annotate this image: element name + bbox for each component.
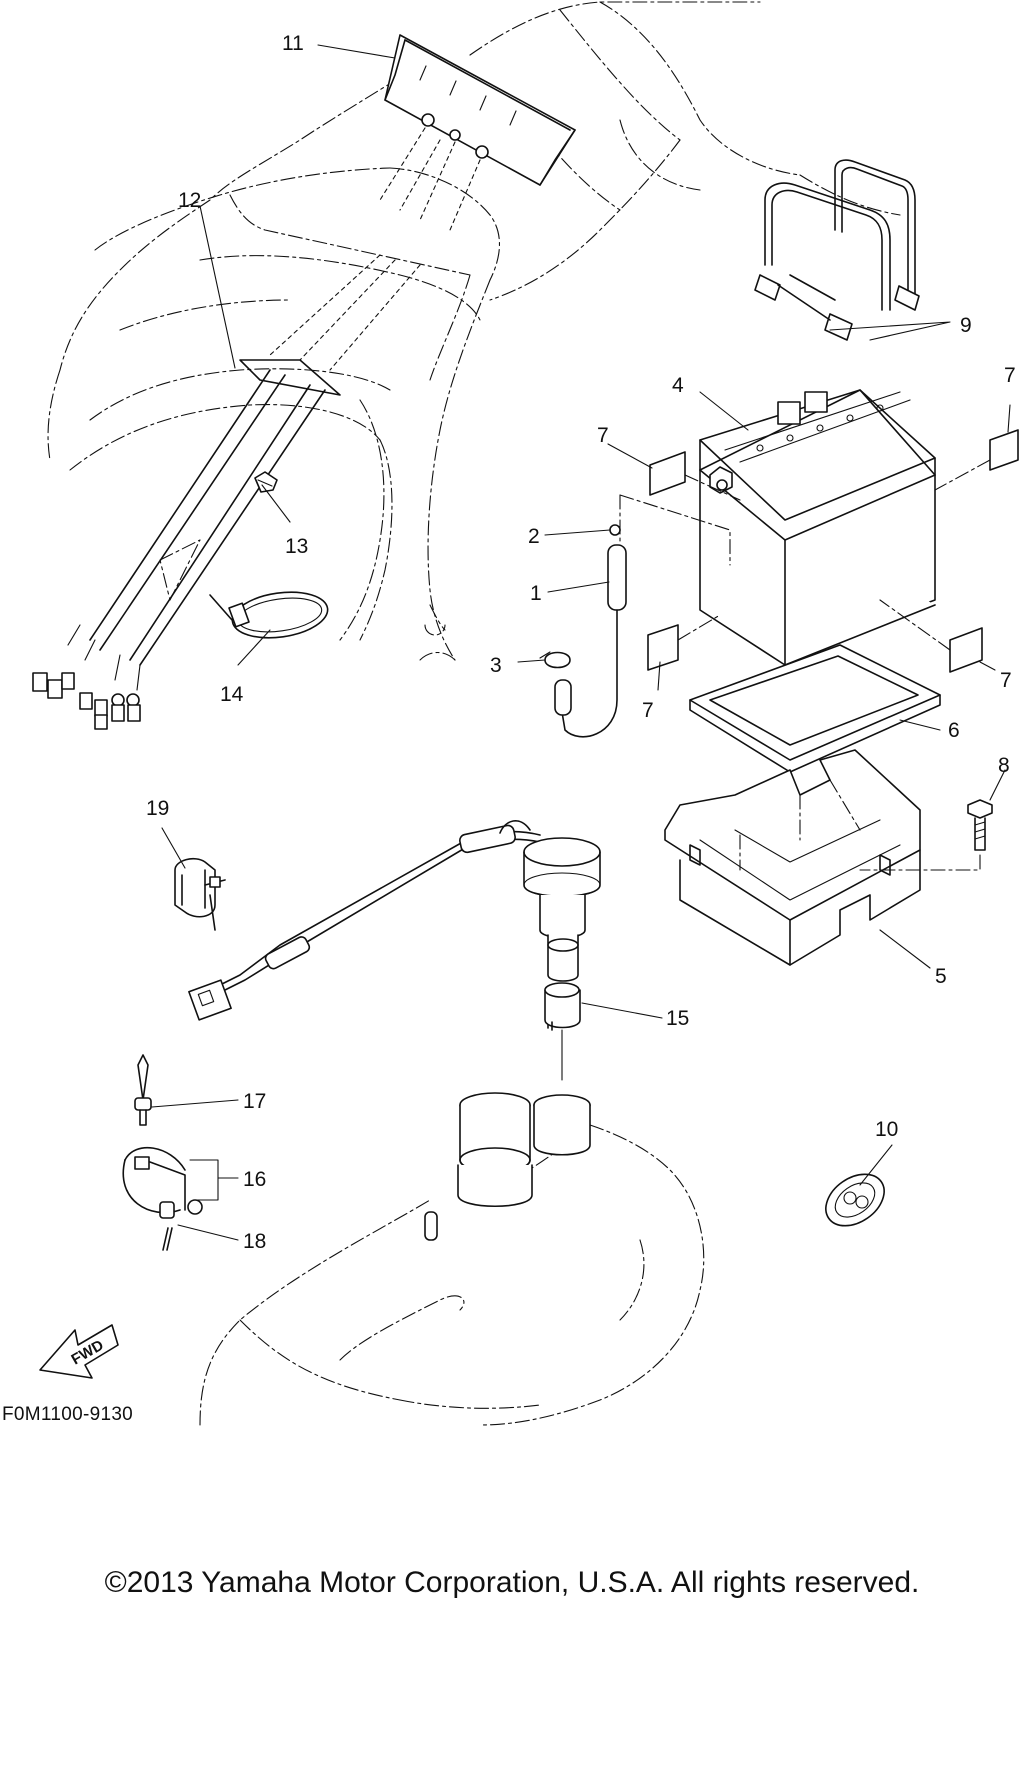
callout-7-lower-left: 7 xyxy=(642,699,654,722)
callout-5: 5 xyxy=(935,965,947,988)
callout-2: 2 xyxy=(528,525,540,548)
fwd-arrow: FWD xyxy=(39,1324,119,1379)
clamp xyxy=(122,1146,203,1251)
callout-4: 4 xyxy=(672,374,684,397)
callout-15: 15 xyxy=(666,1007,689,1030)
callout-3: 3 xyxy=(490,654,502,677)
callout-9: 9 xyxy=(960,314,972,337)
grommet xyxy=(825,1173,885,1227)
copyright-notice: ©2013 Yamaha Motor Corporation, U.S.A. A… xyxy=(104,1566,920,1599)
battery xyxy=(699,389,936,666)
callout-17: 17 xyxy=(243,1090,266,1113)
callout-16: 16 xyxy=(243,1168,266,1191)
hull-outline xyxy=(47,1,901,661)
callout-7-lower-right: 7 xyxy=(1000,669,1012,692)
clip xyxy=(254,471,278,493)
wire-harness xyxy=(32,254,421,730)
rivet xyxy=(134,1054,152,1126)
battery-bands xyxy=(754,159,920,341)
leader-lines xyxy=(151,44,1011,1241)
vent-tube xyxy=(539,494,731,738)
cable-tie xyxy=(209,591,329,639)
callout-8: 8 xyxy=(998,754,1010,777)
battery-mat xyxy=(689,644,941,773)
callout-6: 6 xyxy=(948,719,960,742)
diagram-code: F0M1100-9130 xyxy=(2,1404,133,1425)
meter-display xyxy=(379,34,576,231)
bolt xyxy=(859,799,993,871)
callout-14: 14 xyxy=(220,683,244,706)
sensor-assembly xyxy=(188,820,601,1081)
callout-11: 11 xyxy=(282,32,304,55)
callout-7-right: 7 xyxy=(1004,364,1016,387)
harness-bracket xyxy=(174,858,226,931)
fuel-tank xyxy=(199,1092,705,1426)
battery-labels xyxy=(647,429,1019,673)
callout-7-left: 7 xyxy=(597,424,609,447)
callouts: 11 12 13 14 9 4 7 7 7 7 2 1 3 6 8 5 19 1… xyxy=(146,32,1016,1253)
callout-13: 13 xyxy=(285,535,308,558)
callout-19: 19 xyxy=(146,797,169,820)
callout-10: 10 xyxy=(875,1118,898,1141)
callout-1: 1 xyxy=(530,582,542,605)
callout-12: 12 xyxy=(178,189,201,212)
callout-18: 18 xyxy=(243,1230,266,1253)
battery-box xyxy=(664,749,921,966)
